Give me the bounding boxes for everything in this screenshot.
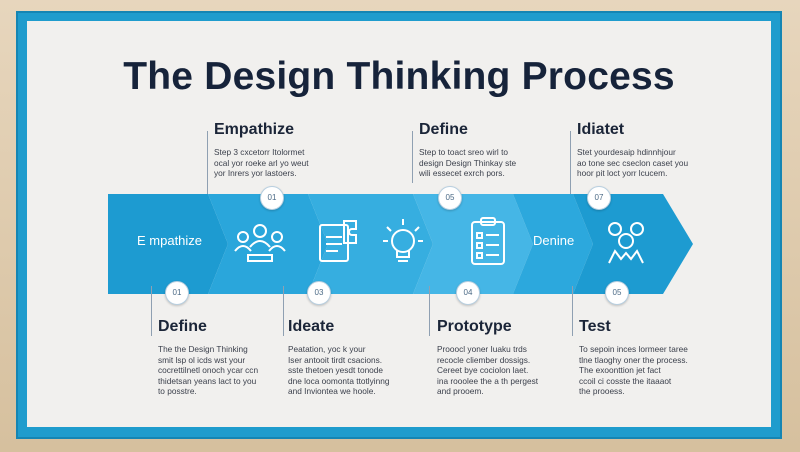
desc-line: to posstre.	[158, 386, 197, 397]
step-label-define: Define	[158, 318, 207, 335]
connector-line	[412, 131, 413, 183]
step-number-circle: 07	[587, 186, 611, 210]
step-number-circle: 05	[438, 186, 462, 210]
band-segment	[108, 194, 228, 294]
desc-line: cocrettilnetl onoch ycar ccn	[158, 365, 259, 376]
test-figures-icon	[608, 222, 644, 264]
connector-line	[283, 286, 284, 336]
band-segment	[308, 194, 433, 294]
diagram-title: The Design Thinking Process	[123, 55, 675, 98]
desc-line: Step to toact sreo wirl to	[419, 147, 509, 157]
diagram-canvas: The Design Thinking Process Empathize St…	[27, 21, 771, 427]
desc-line: ina rooolee the a th pergest	[437, 375, 539, 386]
desc-line: tlne tlaoghy oner the process.	[579, 354, 688, 365]
step-label-test: Test	[579, 318, 611, 335]
desc-line: Stet yourdesaip hdinnhjour	[577, 147, 676, 157]
desc-line: To sepoin inces lormeer taree	[579, 344, 688, 354]
band-label-empathize: E mpathize	[137, 233, 203, 248]
checklist-icon	[471, 217, 505, 265]
desc-line: wili essecet exrch pors.	[419, 168, 505, 179]
desc-line: Iser antooit tirdt csacions.	[288, 354, 383, 365]
step-label-prototype: Prototype	[437, 318, 512, 335]
band-label-denine: Denine	[533, 233, 575, 248]
desc-line: recocle cliember dossigs.	[437, 354, 531, 365]
people-icon	[234, 224, 286, 262]
desc-line: design Design Thinkay ste	[419, 157, 517, 168]
step-desc-define: Step to toact sreo wirl to design Design…	[419, 147, 539, 179]
step-number-circle: 04	[456, 281, 480, 305]
desc-line: the prooess.	[579, 386, 625, 397]
desc-line: The exoonttion jet fact	[579, 365, 661, 376]
desc-line: yor Inrers yor lastoers.	[214, 168, 297, 179]
step-label-ideate: Ideate	[288, 318, 335, 335]
step-label-define: Define	[419, 121, 468, 138]
connector-line	[207, 131, 208, 207]
desc-line: Cereet bye cociolon laet.	[437, 365, 529, 376]
desc-line: Step 3 cxcetorr Itolormet	[214, 147, 305, 157]
document-puzzle-icon	[319, 220, 357, 262]
connector-line	[429, 286, 430, 336]
connector-line	[572, 286, 573, 336]
step-number-circle: 01	[165, 281, 189, 305]
step-label-idiatet: Idiatet	[577, 121, 625, 138]
step-desc-define: The the Design Thinking smit lsp ol icds…	[158, 344, 278, 397]
step-number-circle: 05	[605, 281, 629, 305]
step-number-circle: 03	[307, 281, 331, 305]
step-desc-ideate: Peatation, yoc k your Iser antooit tirdt…	[288, 344, 408, 397]
lightbulb-icon	[383, 219, 423, 262]
connector-line	[570, 131, 571, 207]
connector-line	[151, 286, 152, 336]
step-label-empathize: Empathize	[214, 121, 295, 138]
desc-line: smit lsp ol icds wst your	[158, 354, 246, 365]
step-desc-prototype: Prooocl yoner Iuaku trds recocle cliembe…	[437, 344, 557, 397]
desc-line: thidetsan yeans lact to you	[158, 375, 257, 386]
desc-line: and Inviontea we hoole.	[288, 386, 376, 397]
step-desc-idiatet: Stet yourdesaip hdinnhjour ao tone sec c…	[577, 147, 697, 179]
step-desc-empathize: Step 3 cxcetorr Itolormet ocal yor roeke…	[214, 147, 334, 179]
desc-line: ao tone sec cseclon caset you	[577, 157, 689, 168]
desc-line: and prooem.	[437, 386, 484, 397]
desc-line: ccoil ci cosste the itaaaot	[579, 375, 672, 386]
desc-line: sste thetoen yesdt tonode	[288, 365, 384, 376]
step-number-circle: 01	[260, 186, 284, 210]
band-segment	[513, 194, 593, 294]
desc-line: ocal yor roeke arl yo weut	[214, 157, 309, 168]
desc-line: Peatation, yoc k your	[288, 344, 366, 354]
desc-line: The the Design Thinking	[158, 344, 248, 354]
step-desc-test: To sepoin inces lormeer taree tlne tlaog…	[579, 344, 699, 397]
desc-line: Prooocl yoner Iuaku trds	[437, 344, 527, 354]
desc-line: dne loca oomonta ttotlyinng	[288, 375, 390, 386]
desc-line: hoor pit loct yorr lcucem.	[577, 168, 668, 179]
